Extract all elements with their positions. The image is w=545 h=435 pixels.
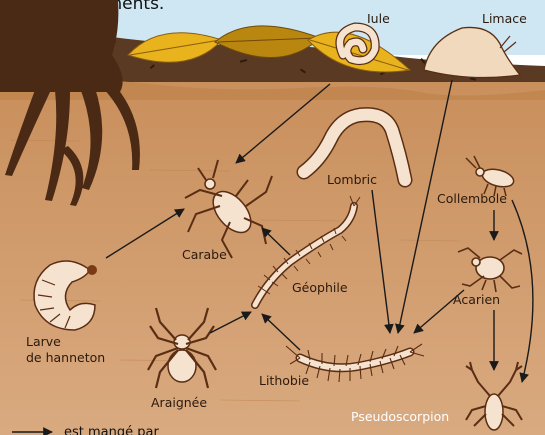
larve-label-line1: Larve — [26, 334, 61, 349]
limace-label: Limace — [482, 11, 527, 26]
lithobie-label: Lithobie — [259, 373, 309, 388]
larve-label-line2: de hanneton — [26, 350, 105, 365]
carabe-label: Carabe — [182, 247, 227, 262]
legend-label: est mangé par — [64, 425, 159, 435]
pseudoscorpion-label: Pseudoscorpion — [351, 409, 449, 424]
araignee-label: Araignée — [151, 395, 207, 410]
geophile-label: Géophile — [292, 280, 348, 295]
lombric-label: Lombric — [327, 172, 377, 187]
iule-label: Iule — [367, 11, 390, 26]
collembole-label: Collembole — [437, 191, 507, 206]
